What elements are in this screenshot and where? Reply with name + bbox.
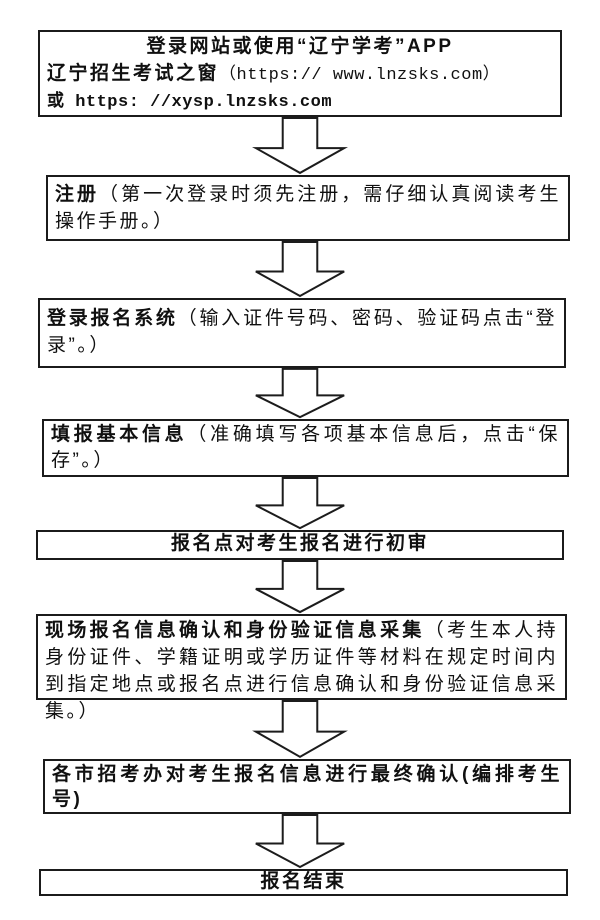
alt-url: 或 https: //xysp.lnzsks.com xyxy=(47,93,333,112)
step-title: 现场报名信息确认和身份验证信息采集 xyxy=(45,620,425,641)
flow-step-login-system: 登录报名系统（输入证件号码、密码、验证码点击“登录”。） xyxy=(38,298,566,368)
flow-step-register: 注册（第一次登录时须先注册，需仔细认真阅读考生操作手册。） xyxy=(46,175,570,241)
down-arrow xyxy=(252,368,348,419)
step-detail: （输入证件号码、密码、验证码点击“登录”。） xyxy=(47,308,557,356)
step-detail: 辽宁招生考试之窗（https:// www.lnzsks.com） xyxy=(47,60,553,89)
flow-step-login-website: 登录网站或使用“辽宁学考”APP 辽宁招生考试之窗（https:// www.l… xyxy=(38,30,562,117)
flow-step-onsite-confirmation: 现场报名信息确认和身份验证信息采集（考生本人持身份证件、学籍证明或学历证件等材料… xyxy=(36,614,567,722)
down-arrow xyxy=(252,117,348,175)
step-title: 各市招考办对考生报名信息进行最终确认(编排考生号) xyxy=(52,764,562,810)
step-detail: （第一次登录时须先注册，需仔细认真阅读考生操作手册。） xyxy=(55,184,561,232)
step-title: 填报基本信息 xyxy=(51,424,188,445)
down-arrow xyxy=(252,477,348,530)
step-detail: （考生本人持身份证件、学籍证明或学历证件等材料在规定时间内到指定地点或报名点进行… xyxy=(45,620,558,722)
step-title: 登录报名系统 xyxy=(47,308,178,329)
down-arrow xyxy=(252,700,348,759)
down-arrow xyxy=(252,560,348,614)
step-title: 登录网站或使用“辽宁学考”APP xyxy=(146,36,454,57)
flow-step-initial-review: 报名点对考生报名进行初审 xyxy=(36,530,564,560)
flow-step-fill-basic-info: 填报基本信息（准确填写各项基本信息后，点击“保存”。） xyxy=(42,419,569,477)
down-arrow xyxy=(252,241,348,298)
step-detail: （准确填写各项基本信息后，点击“保存”。） xyxy=(51,424,560,471)
site-url: （https:// www.lnzsks.com） xyxy=(219,66,501,85)
step-title: 注册 xyxy=(55,184,100,205)
flow-step-registration-end: 报名结束 xyxy=(39,869,568,896)
flow-step-final-confirmation: 各市招考办对考生报名信息进行最终确认(编排考生号) xyxy=(43,759,571,814)
step-title: 报名点对考生报名进行初审 xyxy=(170,533,429,554)
site-name: 辽宁招生考试之窗 xyxy=(47,63,220,84)
step-title: 报名结束 xyxy=(260,871,347,892)
down-arrow xyxy=(252,814,348,869)
